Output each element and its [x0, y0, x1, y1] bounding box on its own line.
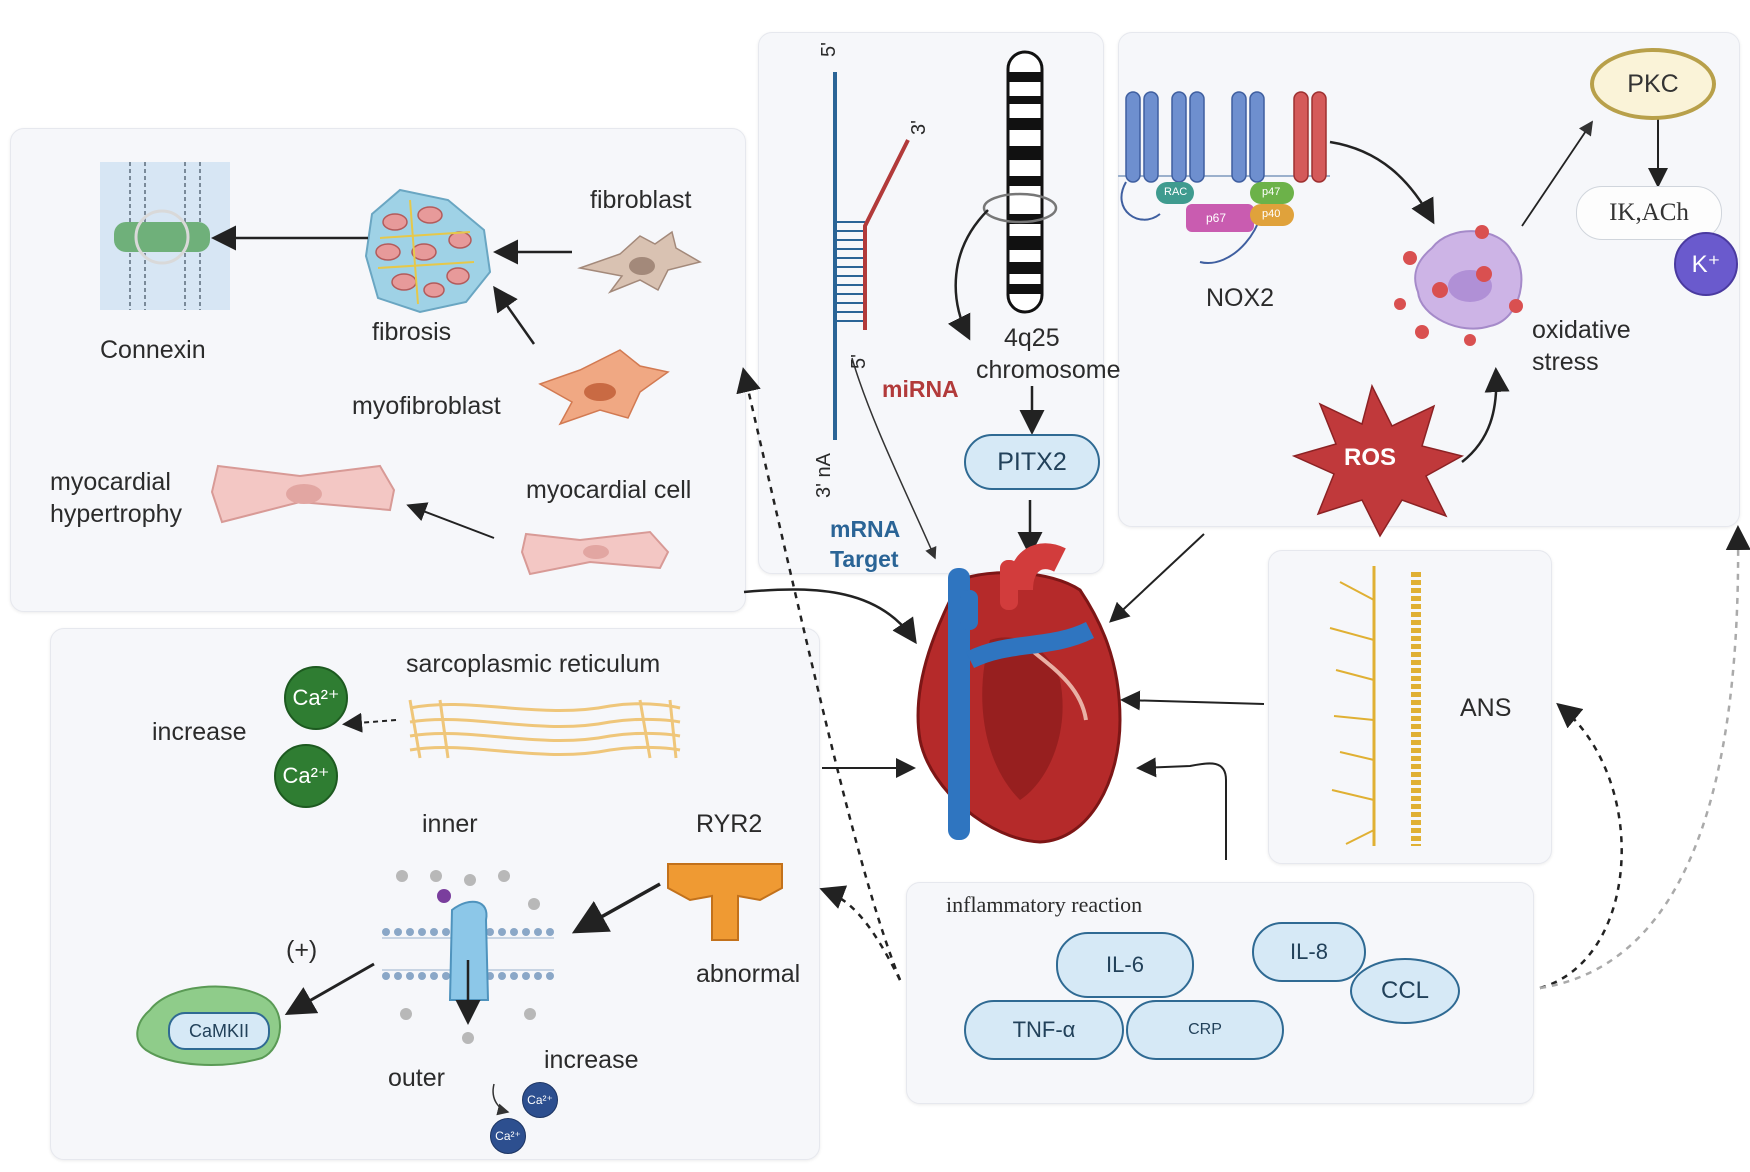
camkii-label: CaMKII: [188, 1020, 249, 1041]
chromosome-label-line2: chromosome: [976, 356, 1121, 384]
ik-ach-box: IK,ACh: [1576, 186, 1722, 240]
ik-ach-label: IK,ACh: [1609, 199, 1689, 226]
inflammation-title: inflammatory reaction: [946, 892, 1143, 917]
fibroblast-label: fibroblast: [590, 186, 692, 214]
pitx2-label: PITX2: [997, 447, 1067, 476]
rac-label: RAC: [1164, 186, 1188, 198]
chromosome-label-line1: 4q25: [1004, 324, 1060, 352]
sarcoplasmic-reticulum-illustration: [408, 699, 681, 759]
mirna-label: miRNA: [882, 376, 959, 402]
chromosome-illustration: [982, 50, 1058, 314]
ccl-pill: CCL: [1350, 958, 1460, 1024]
crp-pill: CRP: [1126, 1000, 1284, 1060]
pitx2-box: PITX2: [964, 434, 1100, 490]
hypertrophy-label-line1: myocardial: [50, 468, 171, 496]
ccl-label: CCL: [1380, 977, 1429, 1004]
ans-label: ANS: [1460, 694, 1512, 722]
ans-nerve-illustration: [1329, 566, 1421, 846]
ca-ion-1: Ca²⁺: [284, 666, 348, 730]
ca-small-ion-1-label: Ca²⁺: [527, 1093, 553, 1107]
membrane-illustration: [382, 870, 554, 1044]
tnfa-label: TNF-α: [1012, 1017, 1076, 1042]
mirna-strand: [863, 139, 910, 330]
ros-label: ROS: [1344, 444, 1397, 471]
k-ion: K⁺: [1674, 232, 1738, 296]
oxidative-cell-illustration: [1394, 225, 1523, 346]
mirna-5prime-bottom-label: 5': [847, 354, 870, 369]
abnormal-label: abnormal: [696, 960, 801, 988]
mirna-3prime-label: 3': [907, 120, 930, 135]
hypertrophy-cell-illustration: [210, 464, 396, 524]
k-ion-label: K⁺: [1691, 250, 1721, 278]
mrna-label-line1: mRNA: [830, 516, 901, 542]
nox2-label: NOX2: [1206, 284, 1275, 312]
hypertrophy-label-line2: hypertrophy: [50, 500, 183, 528]
mrna-label-line2: Target: [830, 546, 899, 572]
pkc-box: PKC: [1590, 48, 1716, 120]
oxidative-label-line1: oxidative: [1532, 316, 1631, 344]
ryr2-label: RYR2: [696, 810, 763, 838]
ros-starburst: [1291, 383, 1465, 538]
mrna-3prime-na-label: 3' nA: [812, 453, 835, 498]
il8-label: IL-8: [1290, 939, 1328, 964]
connexin-label: Connexin: [100, 336, 206, 364]
myocardial-cell-illustration: [520, 530, 670, 576]
sr-title: sarcoplasmic reticulum: [406, 650, 661, 678]
pkc-label: PKC: [1627, 69, 1679, 98]
fibrosis-illustration: [364, 188, 492, 314]
ryr2-illustration: [667, 863, 783, 941]
myocardial-cell-label: myocardial cell: [526, 476, 692, 504]
ca-small-ion-1: Ca²⁺: [522, 1082, 558, 1118]
tnfa-pill: TNF-α: [964, 1000, 1124, 1060]
oxidative-label-line2: stress: [1532, 348, 1599, 376]
channel-increase-label: increase: [544, 1046, 639, 1074]
fibroblast-illustration: [577, 230, 702, 294]
ca-ion-2-label: Ca²⁺: [282, 763, 330, 788]
myofibroblast-illustration: [538, 349, 670, 426]
il6-pill: IL-6: [1056, 932, 1194, 998]
p40-label: p40: [1262, 208, 1281, 220]
plus-label: (+): [286, 936, 318, 964]
crp-label: CRP: [1188, 1021, 1222, 1038]
p67-label: p67: [1206, 211, 1227, 225]
ca-small-ion-2: Ca²⁺: [490, 1118, 526, 1154]
il6-label: IL-6: [1106, 952, 1144, 977]
outer-label: outer: [388, 1064, 445, 1092]
camkii-box: CaMKII: [168, 1012, 270, 1050]
il8-pill: IL-8: [1252, 922, 1366, 982]
p47-label: p47: [1262, 186, 1281, 198]
ca-ion-2: Ca²⁺: [274, 744, 338, 808]
inner-label: inner: [422, 810, 478, 838]
myofibroblast-label: myofibroblast: [352, 392, 501, 420]
fibrosis-label: fibrosis: [372, 318, 452, 346]
ca-ion-1-label: Ca²⁺: [292, 685, 340, 710]
sr-increase-label: increase: [152, 718, 247, 746]
nox2-illustration: [1118, 91, 1330, 265]
mrna-5prime-label: 5': [817, 42, 840, 57]
mrna-strand: [833, 72, 865, 440]
ca-small-ion-2-label: Ca²⁺: [495, 1129, 521, 1143]
heart-illustration: [916, 543, 1122, 844]
ans-panel: [1268, 550, 1552, 864]
connexin-illustration: [100, 162, 230, 310]
